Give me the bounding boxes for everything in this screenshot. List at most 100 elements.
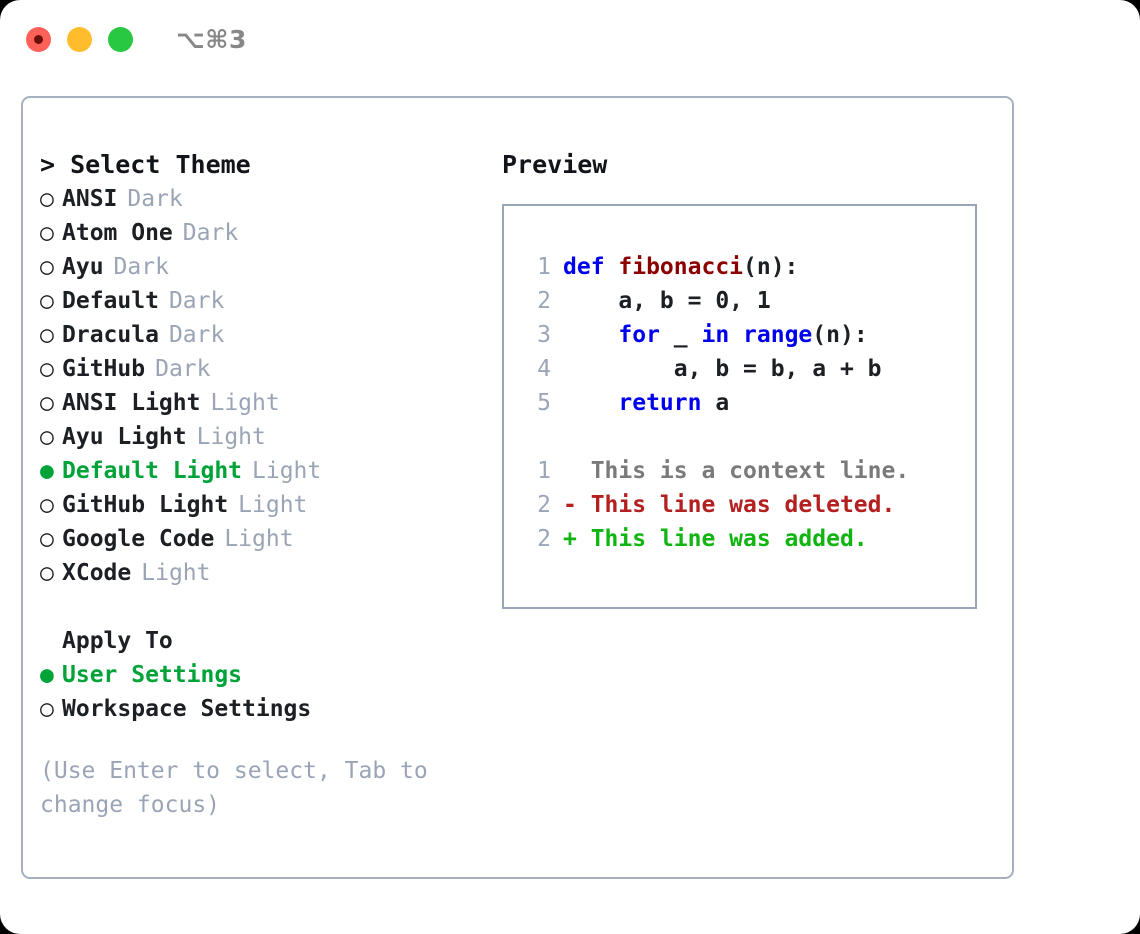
theme-option-dracula-dark[interactable]: ○ Dracula Dark bbox=[40, 318, 480, 352]
line-number: 3 bbox=[537, 322, 551, 348]
theme-option-google-code[interactable]: ○ Google Code Light bbox=[40, 522, 480, 556]
theme-category: Light bbox=[210, 390, 280, 416]
preview-title: Preview bbox=[502, 150, 608, 179]
theme-name: ANSI bbox=[62, 186, 118, 212]
keyboard-shortcut-label: ⌥⌘3 bbox=[176, 24, 247, 54]
radio-icon: ○ bbox=[40, 356, 54, 382]
apply-to-heading: Apply To bbox=[62, 628, 173, 654]
radio-icon: ○ bbox=[40, 696, 54, 722]
theme-category: Light bbox=[141, 560, 211, 586]
theme-name: Dracula bbox=[62, 322, 159, 348]
theme-name: GitHub Light bbox=[62, 492, 229, 518]
code-content: a, b = b, a + b bbox=[563, 352, 882, 386]
theme-option-github-dark[interactable]: ○ GitHub Dark bbox=[40, 352, 480, 386]
code-token-plain: a bbox=[701, 390, 730, 416]
code-content: def fibonacci(n): bbox=[563, 250, 798, 284]
code-token-keyword: def bbox=[563, 254, 619, 280]
theme-option-default-dark[interactable]: ○ Default Dark bbox=[40, 284, 480, 318]
theme-option-ayu-light[interactable]: ○ Ayu Light Light bbox=[40, 420, 480, 454]
theme-category: Light bbox=[238, 492, 308, 518]
code-line: 2 a, b = 0, 1 bbox=[504, 284, 975, 318]
theme-category: Light bbox=[252, 458, 322, 484]
radio-icon: ○ bbox=[40, 254, 54, 280]
code-content: return a bbox=[563, 386, 729, 420]
theme-name: Atom One bbox=[62, 220, 173, 246]
theme-category: Dark bbox=[168, 288, 225, 314]
code-token-plain: a, b = b, a + b bbox=[563, 356, 882, 382]
radio-icon: ○ bbox=[40, 186, 54, 212]
line-number: 2 bbox=[537, 288, 551, 314]
code-line: 1 def fibonacci(n): bbox=[504, 250, 975, 284]
minimize-button-icon[interactable] bbox=[67, 26, 92, 52]
theme-picker-column: > Select Theme ○ ANSI Dark ○ Atom One Da… bbox=[40, 148, 480, 822]
theme-name: Google Code bbox=[62, 526, 215, 552]
theme-name: Ayu Light bbox=[62, 424, 187, 450]
keyboard-hint-text: (Use Enter to select, Tab to change focu… bbox=[40, 758, 428, 818]
code-line: 5 return a bbox=[504, 386, 975, 420]
diff-line-context: 1 This is a context line. bbox=[504, 454, 975, 488]
theme-category: Dark bbox=[168, 322, 225, 348]
apply-to-label: User Settings bbox=[62, 662, 243, 688]
theme-name: Ayu bbox=[62, 254, 104, 280]
line-number: 2 bbox=[537, 526, 551, 552]
code-token-plain bbox=[563, 322, 618, 348]
diff-line-added: 2 + This line was added. bbox=[504, 522, 975, 556]
radio-selected-icon: ● bbox=[40, 458, 54, 484]
code-content: for _ in range(n): bbox=[563, 318, 867, 352]
apply-to-option-user-settings[interactable]: ● User Settings bbox=[40, 658, 480, 692]
theme-category: Light bbox=[224, 526, 294, 552]
line-number: 2 bbox=[537, 492, 551, 518]
line-number: 5 bbox=[537, 390, 551, 416]
code-token-plain bbox=[563, 390, 618, 416]
main-panel: > Select Theme ○ ANSI Dark ○ Atom One Da… bbox=[21, 96, 1014, 879]
theme-option-xcode[interactable]: ○ XCode Light bbox=[40, 556, 480, 590]
code-token-plain: a, b = 0, 1 bbox=[563, 288, 771, 314]
radio-icon: ○ bbox=[40, 492, 54, 518]
theme-option-default-light[interactable]: ● Default Light Light bbox=[40, 454, 480, 488]
theme-category: Dark bbox=[113, 254, 169, 280]
radio-icon: ○ bbox=[40, 526, 54, 552]
radio-icon: ○ bbox=[40, 322, 54, 348]
diff-content: + This line was added. bbox=[563, 526, 868, 552]
code-token-keyword: return bbox=[618, 390, 702, 416]
line-number: 1 bbox=[537, 458, 551, 484]
code-token-plain bbox=[729, 322, 743, 348]
theme-category: Dark bbox=[127, 186, 183, 212]
window-controls bbox=[26, 26, 133, 52]
page-title: > Select Theme bbox=[40, 150, 251, 179]
close-button-icon[interactable] bbox=[26, 26, 51, 52]
theme-option-atom-one-dark[interactable]: ○ Atom One Dark bbox=[40, 216, 480, 250]
radio-icon: ○ bbox=[40, 390, 54, 416]
preview-column: Preview 1 def fibonacci(n): 2 a, b = 0, … bbox=[502, 148, 992, 609]
code-token-keyword: in bbox=[701, 322, 730, 348]
theme-name: Default Light bbox=[62, 458, 243, 484]
code-blank-line bbox=[504, 420, 975, 454]
theme-category: Dark bbox=[155, 356, 211, 382]
radio-icon: ○ bbox=[40, 288, 54, 314]
theme-category: Dark bbox=[182, 220, 239, 246]
theme-name: GitHub bbox=[62, 356, 146, 382]
theme-name: ANSI Light bbox=[62, 390, 201, 416]
code-content: a, b = 0, 1 bbox=[563, 284, 771, 318]
diff-content: This is a context line. bbox=[563, 458, 910, 484]
maximize-button-icon[interactable] bbox=[108, 26, 133, 52]
line-number: 4 bbox=[537, 356, 551, 382]
diff-line-deleted: 2 - This line was deleted. bbox=[504, 488, 975, 522]
theme-option-ansi-light[interactable]: ○ ANSI Light Light bbox=[40, 386, 480, 420]
theme-option-ansi-dark[interactable]: ○ ANSI Dark bbox=[40, 182, 480, 216]
radio-selected-icon: ● bbox=[40, 662, 54, 688]
radio-icon: ○ bbox=[40, 220, 54, 246]
apply-to-option-workspace-settings[interactable]: ○ Workspace Settings bbox=[40, 692, 480, 726]
theme-option-ayu-dark[interactable]: ○ Ayu Dark bbox=[40, 250, 480, 284]
code-token-plain: (n): bbox=[743, 254, 799, 280]
radio-icon: ○ bbox=[40, 560, 54, 586]
code-line: 3 for _ in range(n): bbox=[504, 318, 975, 352]
code-token-plain: _ bbox=[659, 322, 702, 348]
code-line: 4 a, b = b, a + b bbox=[504, 352, 975, 386]
title-bar: ⌥⌘3 bbox=[0, 0, 1140, 78]
theme-name: XCode bbox=[62, 560, 132, 586]
theme-option-github-light[interactable]: ○ GitHub Light Light bbox=[40, 488, 480, 522]
theme-name: Default bbox=[62, 288, 159, 314]
list-spacer bbox=[40, 590, 480, 624]
line-number: 1 bbox=[537, 254, 551, 280]
